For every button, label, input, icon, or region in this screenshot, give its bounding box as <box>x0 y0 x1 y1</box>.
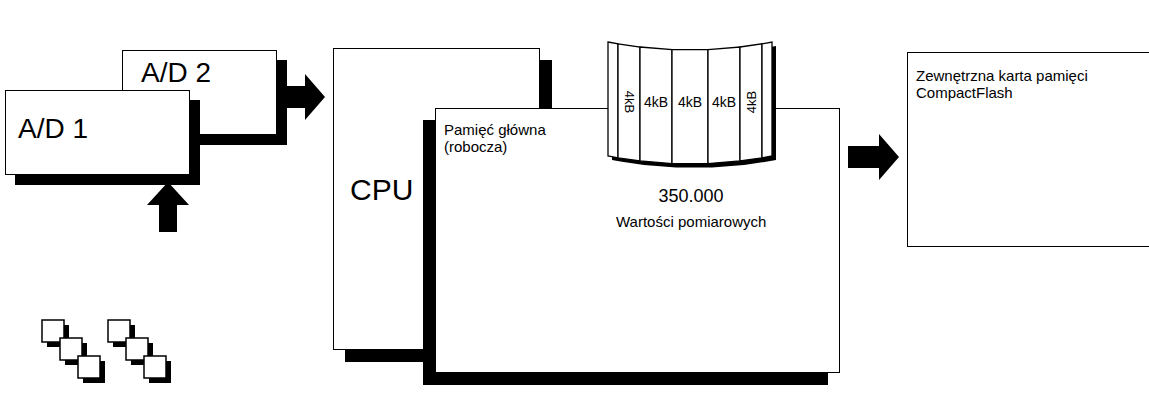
flow-arrow <box>848 134 899 180</box>
input-arrow <box>147 182 189 232</box>
storage-box: Zewnętrzna karta pamięci CompactFlash <box>907 52 1149 247</box>
box-label: A/D 1 <box>18 113 88 145</box>
box-label: Pamięć główna (robocza) <box>444 121 564 156</box>
segment-label: 4kB <box>745 91 758 113</box>
segment-label: 4kB <box>712 95 736 109</box>
box-label: Zewnętrzna karta pamięci CompactFlash <box>916 67 1146 102</box>
segment-label: 4kB <box>623 91 636 113</box>
box-label: A/D 2 <box>141 57 211 89</box>
box-label: 350.000 <box>659 186 724 207</box>
box-label: Wartości pomiarowych <box>616 213 766 230</box>
converter-box: A/D 1 <box>5 90 190 175</box>
box-label: CPU <box>350 173 413 208</box>
flow-arrow <box>285 74 325 120</box>
sensor-group <box>42 320 105 383</box>
segment-label: 4kB <box>644 95 668 109</box>
memory-box: Pamięć główna (robocza) 350.000Wartości p… <box>435 108 840 373</box>
sensor-group <box>108 320 171 383</box>
segment-label: 4kB <box>678 95 702 109</box>
